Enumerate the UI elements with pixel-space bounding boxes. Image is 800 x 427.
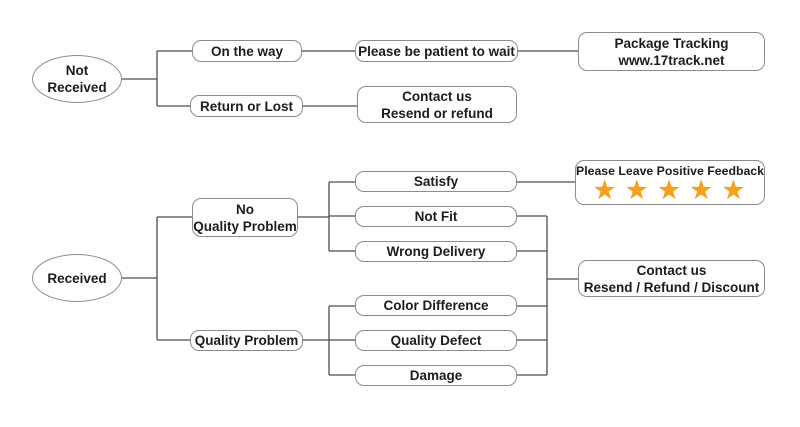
node-label-line2: Quality Problem [193,218,297,234]
node-label-line1: Contact us [402,88,472,104]
node-quality-defect: Quality Defect [355,330,517,351]
connector-quality-problem-brace [303,305,355,376]
node-label: Wrong Delivery [386,244,486,259]
node-label: Please be patient to wait [358,43,515,59]
node-damage: Damage [355,365,517,386]
node-label-line1: Contact us [636,262,707,278]
connector-collector-to-contact [517,215,578,376]
node-on-the-way: On the way [192,40,302,62]
node-label-line2: Resend / Refund / Discount [583,279,760,295]
node-received: Received [32,254,122,302]
node-contact-us-resend-refund: Contact us Resend or refund [357,86,517,123]
node-label-line2: Received [47,80,107,95]
node-label: Quality Problem [194,333,299,348]
node-package-tracking: Package Tracking www.17track.net [578,32,765,71]
node-label: Damage [409,368,463,383]
node-return-or-lost: Return or Lost [190,95,303,117]
node-no-quality-problem: No Quality Problem [192,198,298,237]
node-label-line1: Not [65,63,89,78]
node-label-line1: No [236,201,254,217]
node-satisfy: Satisfy [355,171,517,192]
node-quality-problem: Quality Problem [190,330,303,351]
node-positive-feedback: Please Leave Positive Feedback ★ ★ ★ ★ ★ [575,160,765,205]
node-not-received: Not Received [32,55,122,103]
node-label-line2: Resend or refund [381,105,493,121]
node-label-line1: Package Tracking [614,35,729,51]
node-label: Please Leave Positive Feedback [576,163,764,178]
connector-received-branch [122,216,192,341]
node-label: Quality Defect [390,333,482,348]
node-label: Color Difference [383,298,489,313]
node-wrong-delivery: Wrong Delivery [355,241,517,262]
connector-not-received-branch [122,50,192,107]
node-label: On the way [210,43,283,59]
node-color-difference: Color Difference [355,295,517,316]
node-label: Return or Lost [200,98,293,114]
node-label: Received [47,270,107,286]
node-contact-us-resend-refund-discount: Contact us Resend / Refund / Discount [578,260,765,297]
node-label-line2: www.17track.net [618,52,725,68]
node-label: Not Fit [414,209,458,224]
node-please-be-patient: Please be patient to wait [355,40,518,62]
star-rating-icon: ★ ★ ★ ★ ★ [593,176,747,204]
node-label: Satisfy [413,174,459,189]
connector-no-quality-problem-brace [298,181,355,252]
node-not-fit: Not Fit [355,206,517,227]
